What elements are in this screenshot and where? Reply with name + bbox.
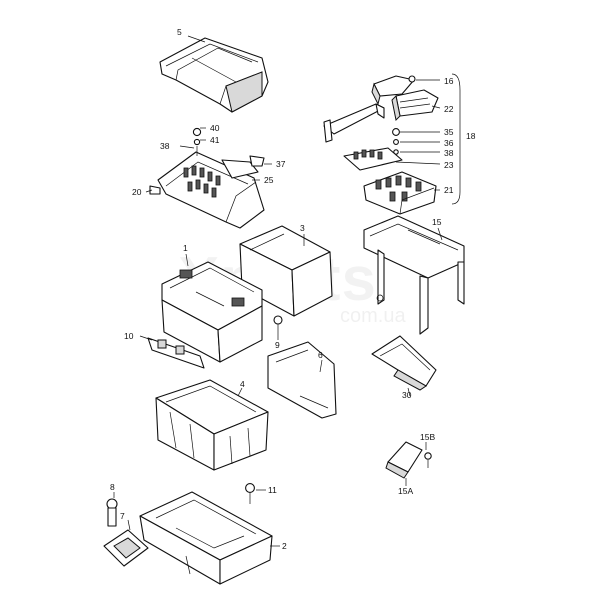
part-15-holder-frame [363, 215, 465, 335]
part-16-relay-holder [371, 75, 416, 106]
callout-1: 1 [183, 243, 188, 253]
callout-2: 2 [282, 541, 287, 551]
part-3-insulation-sleeve [239, 225, 333, 317]
callout-6: 6 [318, 350, 323, 360]
callout-21: 21 [444, 185, 454, 195]
callout-40: 40 [210, 123, 220, 133]
part-15b-screw [424, 452, 432, 468]
callout-38-left: 38 [160, 141, 170, 151]
callout-3: 3 [300, 223, 305, 233]
fasteners-right [392, 128, 400, 155]
callout-35: 35 [444, 127, 454, 137]
part-5-cover [159, 37, 269, 113]
part-8-bolt [106, 498, 118, 527]
callout-9: 9 [275, 340, 280, 350]
leader-lines [113, 35, 461, 547]
callout-36: 36 [444, 138, 454, 148]
part-10-terminal-cable [147, 337, 205, 369]
part-21-fuse-carrier [363, 171, 437, 215]
callout-22: 22 [444, 104, 454, 114]
callout-15: 15 [432, 217, 442, 227]
callout-5: 5 [177, 27, 182, 37]
callout-41: 41 [210, 135, 220, 145]
part-1-battery [161, 261, 263, 363]
part-25-fuse-bracket [149, 127, 265, 229]
callout-15a: 15A [398, 486, 413, 496]
callout-38-right: 38 [444, 148, 454, 158]
part-9-bolt [273, 315, 283, 334]
part-4-battery-tray [155, 379, 269, 471]
part-22-module [391, 89, 439, 122]
callout-23: 23 [444, 160, 454, 170]
part-6-heat-shield [267, 341, 337, 419]
part-15a-clamp [385, 441, 423, 479]
watermark-domain: com.ua [340, 305, 406, 327]
part-30-support-bracket [371, 335, 437, 391]
part-2-base-tray [139, 491, 273, 585]
callout-10: 10 [124, 331, 134, 341]
callout-20: 20 [132, 187, 142, 197]
callout-11: 11 [268, 485, 277, 495]
part-11-bolt [245, 483, 255, 504]
part-23-connector-strip [343, 147, 403, 171]
relay-bracket-arm [323, 103, 385, 143]
callout-37: 37 [276, 159, 286, 169]
callout-16: 16 [444, 76, 454, 86]
callout-25: 25 [264, 175, 274, 185]
callout-15b: 15B [420, 432, 435, 442]
callout-30: 30 [402, 390, 412, 400]
part-7-mount-block [103, 529, 149, 567]
callout-4: 4 [240, 379, 245, 389]
callout-18: 18 [466, 131, 476, 141]
callout-7: 7 [120, 511, 125, 521]
callout-8: 8 [110, 482, 115, 492]
